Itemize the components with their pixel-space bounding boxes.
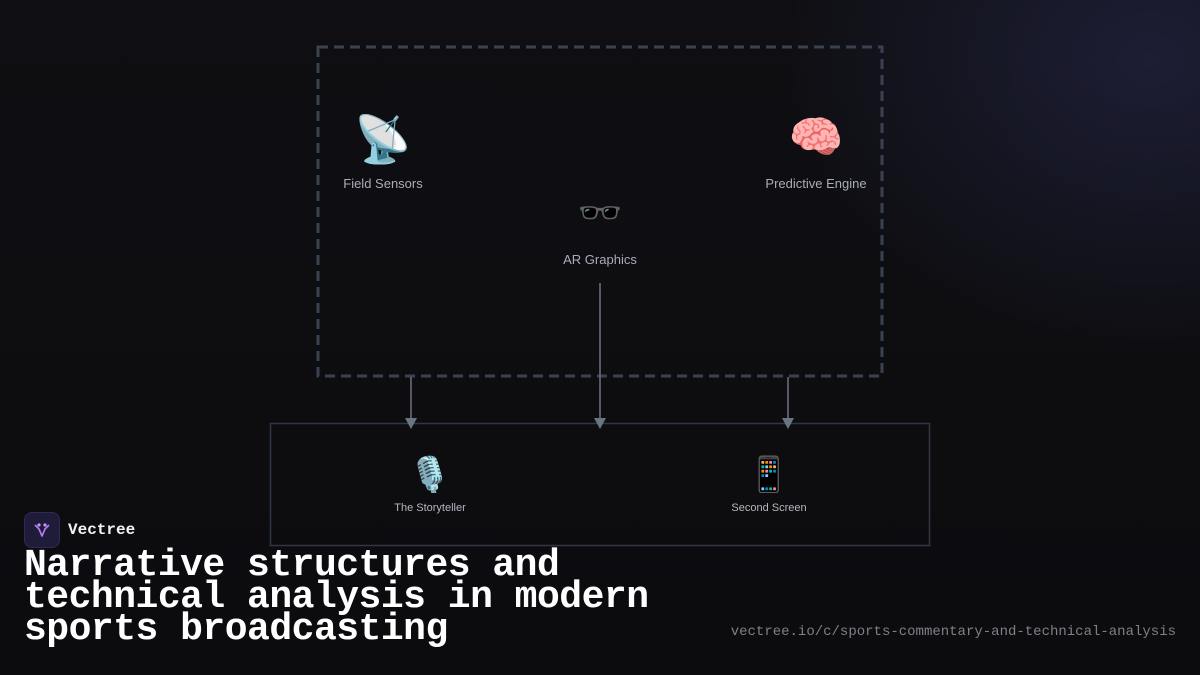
arrow-left-head <box>405 418 417 429</box>
glasses-icon: 🕶️ <box>577 193 623 234</box>
node-label: The Storyteller <box>394 502 466 514</box>
brain-icon: 🧠 <box>788 112 844 163</box>
mobile-phone-icon: 📱 <box>747 455 791 495</box>
node-label: Field Sensors <box>343 176 423 191</box>
satellite-dish-icon: 📡 <box>354 112 412 166</box>
node-field-sensors: 📡 Field Sensors <box>323 116 443 191</box>
page-url[interactable]: vectree.io/c/sports-commentary-and-techn… <box>730 624 1176 640</box>
node-storyteller: 🎙️ The Storyteller <box>370 458 490 514</box>
arrow-center-head <box>594 418 606 429</box>
arrow-right-head <box>782 418 794 429</box>
node-label: Predictive Engine <box>765 176 867 191</box>
microphone-icon: 🎙️ <box>408 455 452 495</box>
node-ar-graphics: 🕶️ AR Graphics <box>540 193 660 268</box>
brand-name: Vectree <box>68 521 136 539</box>
page-title: Narrative structures and technical analy… <box>24 544 649 651</box>
node-label: Second Screen <box>731 502 807 514</box>
node-predictive-engine: 🧠 Predictive Engine <box>746 112 886 192</box>
brand[interactable]: Vectree <box>24 512 135 548</box>
node-second-screen: 📱 Second Screen <box>709 458 829 514</box>
vectree-logo-icon <box>24 512 60 548</box>
node-label: AR Graphics <box>563 252 637 267</box>
